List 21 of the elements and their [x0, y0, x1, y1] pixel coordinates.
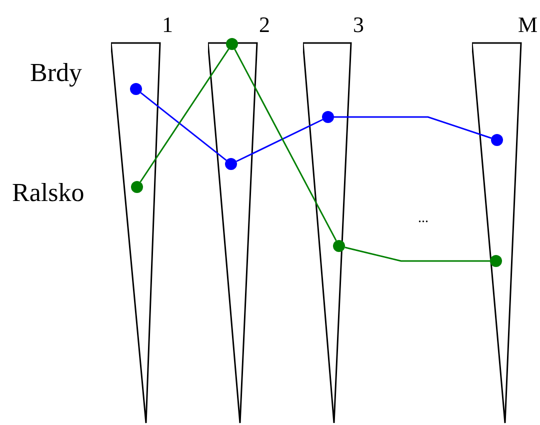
column-number: M — [518, 14, 538, 36]
row-label: Ralsko — [12, 180, 84, 206]
connector-line — [236, 118, 323, 162]
data-point — [322, 111, 334, 123]
data-point — [130, 83, 142, 95]
data-point — [491, 134, 503, 146]
data-point — [225, 158, 237, 170]
column-number: 2 — [259, 14, 270, 36]
row-label: Brdy — [30, 60, 82, 86]
data-point — [131, 181, 143, 193]
data-point — [333, 240, 345, 252]
connector-line — [234, 48, 337, 242]
column-number: 3 — [353, 14, 364, 36]
data-point — [226, 38, 238, 50]
connector-line — [344, 246, 490, 262]
column-number: 1 — [162, 14, 173, 36]
connector-line — [140, 48, 230, 182]
connector-line — [334, 116, 492, 139]
ellipsis-text: ... — [418, 212, 428, 226]
connector-line — [140, 92, 227, 161]
data-point — [490, 255, 502, 267]
